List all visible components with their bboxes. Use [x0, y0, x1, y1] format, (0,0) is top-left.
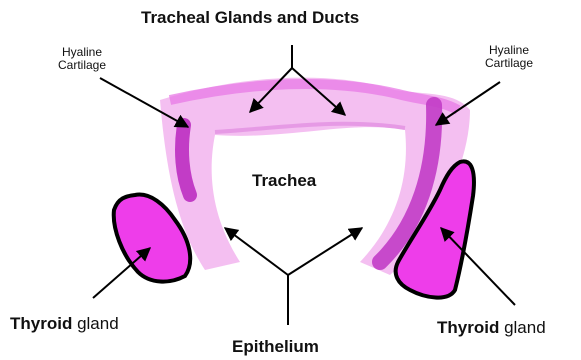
- thyroid-label-right: Thyroid gland: [437, 318, 546, 338]
- hyaline-label-right: Hyaline Cartilage: [485, 44, 533, 70]
- thyroid-right-bold: Thyroid: [437, 318, 499, 337]
- epithelium-label: Epithelium: [232, 337, 319, 357]
- hyaline-right-line2: Cartilage: [485, 57, 533, 70]
- thyroid-left-bold: Thyroid: [10, 314, 72, 333]
- cartilage-left: [182, 125, 190, 195]
- epithelium-arrow-left: [225, 228, 288, 275]
- hyaline-left-line2: Cartilage: [58, 59, 106, 72]
- thyroid-left-rest: gland: [72, 314, 118, 333]
- epithelium-arrow-right: [288, 228, 362, 275]
- thyroid-label-left: Thyroid gland: [10, 314, 119, 334]
- hyaline-label-left: Hyaline Cartilage: [58, 46, 106, 72]
- thyroid-right-rest: gland: [499, 318, 545, 337]
- trachea-label: Trachea: [252, 171, 316, 191]
- title-label: Tracheal Glands and Ducts: [141, 8, 359, 28]
